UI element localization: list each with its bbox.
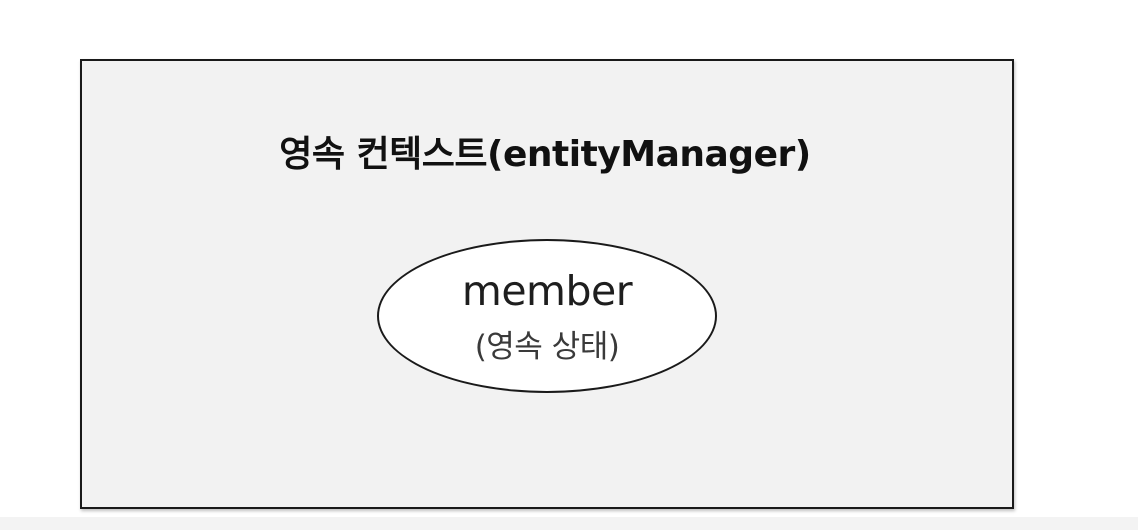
persistence-context-title: 영속 컨텍스트(entityManager) <box>279 134 811 175</box>
bottom-band <box>0 517 1138 530</box>
member-entity-name: member <box>461 267 633 315</box>
member-entity-state: (영속 상태) <box>474 329 620 365</box>
member-entity-ellipse <box>377 239 717 393</box>
